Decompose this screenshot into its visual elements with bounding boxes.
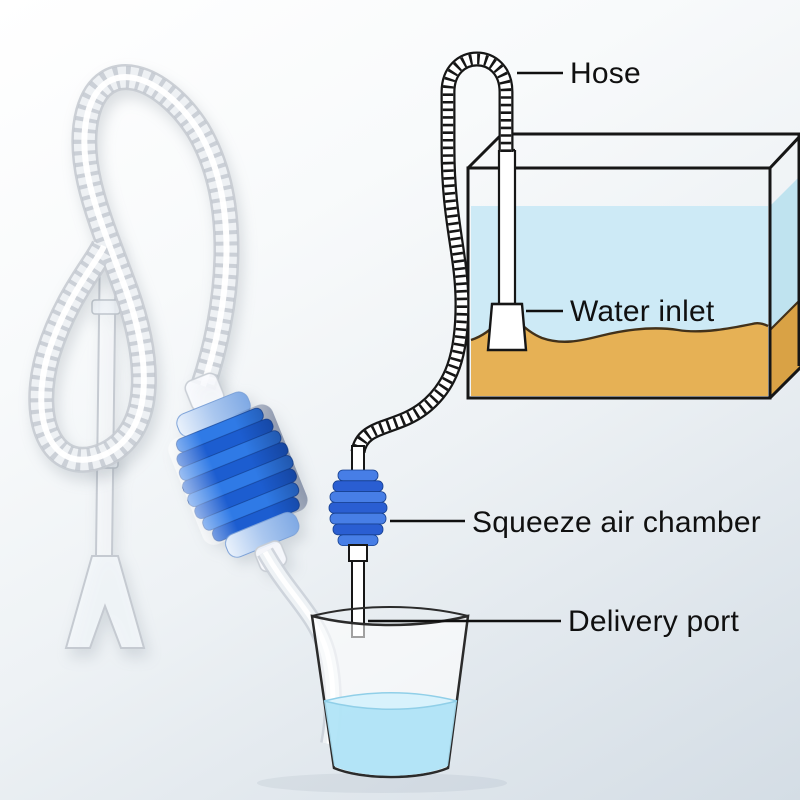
tank-sand-side-contour (769, 299, 800, 331)
tank-water-side (770, 176, 800, 334)
callout-lines (368, 71, 563, 623)
fish-tank (466, 132, 800, 400)
hose-label: Hose (570, 57, 641, 90)
delivery-port-label: Delivery port (568, 605, 739, 638)
water-inlet-label: Water inlet (570, 295, 715, 328)
tank-sand (471, 315, 768, 396)
gravel-tube (64, 241, 146, 649)
cup-water-surface (323, 692, 458, 710)
diagram-squeeze-chamber (328, 445, 388, 638)
cup-water (324, 701, 457, 776)
pump-shading (168, 404, 308, 545)
delivery-port-collar (348, 544, 368, 562)
fork-claw-end (64, 555, 146, 649)
chamber-neck (351, 445, 365, 473)
water-cup (310, 606, 470, 779)
cup-back-rim (311, 606, 469, 617)
squeeze-air-chamber-label: Squeeze air chamber (472, 506, 761, 539)
ground-shadow (257, 773, 507, 793)
chamber-bellows (328, 469, 388, 546)
water-inlet-tube (486, 148, 528, 352)
tube-joint-collar (91, 299, 121, 315)
squeeze-pump (168, 372, 308, 573)
water-inlet-cup (486, 302, 528, 352)
